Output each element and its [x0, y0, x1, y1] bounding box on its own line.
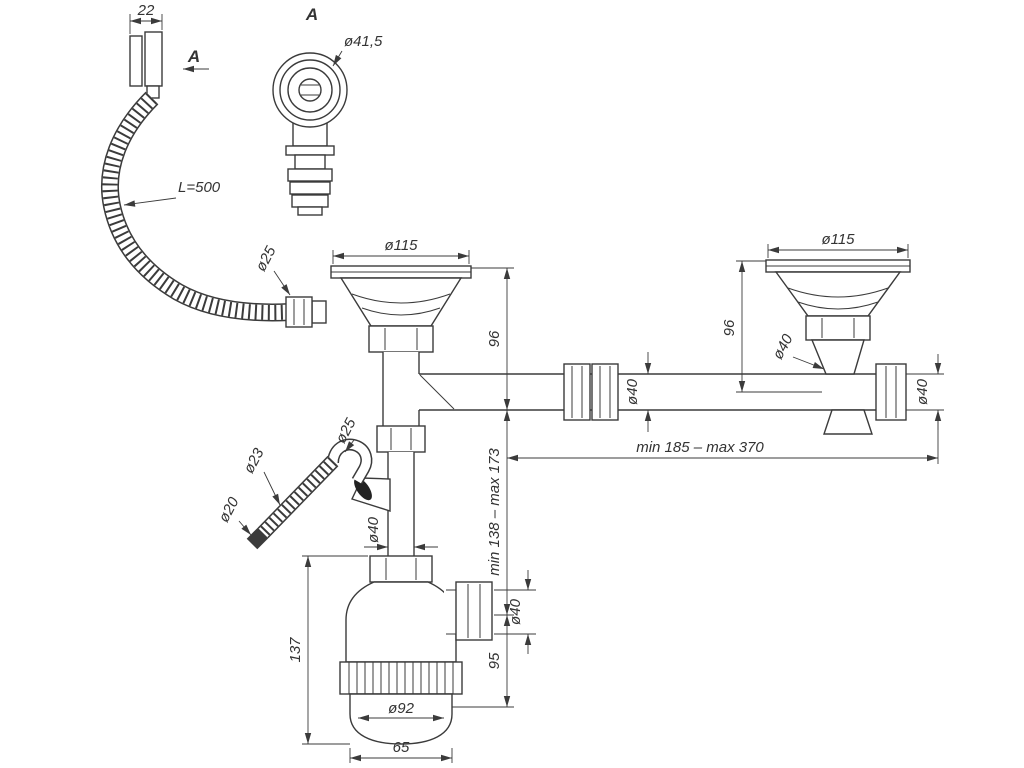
label-dim-96-right: 96	[721, 319, 738, 336]
pipe-end-nut	[875, 363, 907, 421]
label-dim-137: 137	[287, 637, 304, 663]
label-dia-40-pipe: ø40	[624, 378, 641, 405]
overflow-bracket	[129, 31, 163, 99]
strainer-tailpiece-cone	[810, 339, 865, 375]
label-dia-25-hose: ø25	[252, 243, 279, 274]
label-dia-92: ø92	[388, 700, 415, 717]
label-dim-65: 65	[393, 739, 410, 756]
label-dia-41-5: ø41,5	[344, 33, 383, 50]
overflow-corrugated-hose	[100, 91, 291, 322]
trap-top-nut	[369, 555, 433, 583]
strainer-nut-left	[368, 325, 434, 353]
label-span-vertical: min 138 – max 173	[486, 448, 503, 576]
dimension-labels: 22 A A ø41,5 L=500 ø25 ø115 96 ø115 96 ø…	[137, 2, 931, 756]
dimension-lines	[123, 14, 944, 763]
appliance-inlet-assembly	[246, 438, 391, 550]
left-strainer-assembly	[285, 265, 472, 453]
label-dim-95: 95	[486, 652, 503, 669]
label-detail-a: A	[305, 5, 318, 24]
label-dim-96-left: 96	[486, 330, 503, 347]
label-dia-40-strainer: ø40	[769, 331, 796, 362]
tee-flare-down	[823, 409, 873, 435]
trap-ribbed-collar	[339, 661, 463, 695]
strainer-nut-right	[805, 315, 871, 341]
detail-view-a	[272, 52, 348, 216]
pipe-union-nut-2	[591, 363, 619, 421]
label-hose-length: L=500	[178, 179, 221, 196]
pipe-miter-seam	[419, 374, 455, 410]
hose-tip	[246, 527, 269, 550]
trap-body	[345, 581, 457, 663]
label-dim-22: 22	[137, 2, 155, 19]
strainer-bowl-left	[339, 277, 463, 327]
label-dia-40-outlet: ø40	[507, 598, 524, 625]
bottle-trap	[339, 555, 493, 745]
telescopic-nut	[376, 425, 426, 453]
label-dia-115-right: ø115	[821, 231, 855, 248]
label-dia-115-left: ø115	[384, 237, 418, 254]
label-dia-40-end: ø40	[914, 378, 931, 405]
right-strainer-assembly	[765, 259, 911, 375]
label-span-horizontal: min 185 – max 370	[636, 439, 764, 456]
label-dia-23: ø23	[240, 445, 267, 476]
pipe-union-nut-1	[563, 363, 591, 421]
label-dia-40-down: ø40	[365, 516, 382, 543]
hose-union-nut	[285, 296, 313, 328]
label-view-arrow-a: A	[187, 47, 200, 66]
rubber-seal	[354, 477, 372, 501]
trap-outlet-nut	[455, 581, 493, 641]
label-dia-20: ø20	[215, 494, 242, 525]
vertical-pipe	[387, 452, 415, 558]
